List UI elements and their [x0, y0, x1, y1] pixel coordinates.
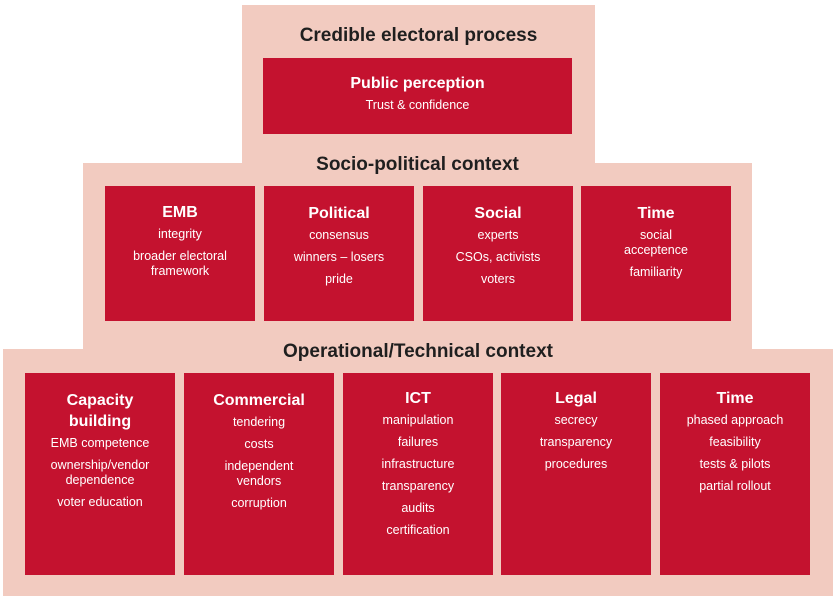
box-item: audits [401, 501, 435, 515]
box-title: Commercial [213, 392, 305, 409]
tier-title-top: Credible electoral process [299, 25, 538, 46]
box-capacity-building: Capacity building EMB competence ownersh… [25, 373, 175, 575]
tier-title-bottom: Operational/Technical context [283, 341, 553, 362]
box-public-perception: Public perception Trust & confidence [263, 58, 572, 134]
box-item: independent vendors [224, 459, 294, 488]
box-item: ownership/vendor dependence [50, 458, 150, 487]
box-item: Trust & confidence [365, 98, 470, 112]
box-item: tendering [232, 415, 286, 429]
box-title: Time [716, 390, 754, 407]
box-item: pride [325, 272, 353, 286]
box-item: certification [386, 523, 450, 537]
box-title: Legal [555, 390, 597, 407]
box-item: integrity [158, 227, 202, 241]
box-title: Social [474, 205, 522, 222]
box-item: CSOs, activists [455, 250, 541, 264]
box-legal: Legal secrecy transparency procedures [501, 373, 651, 575]
box-title: Public perception [350, 75, 485, 92]
box-time-social: Time social acceptence familiarity [581, 186, 731, 321]
box-item: EMB competence [50, 436, 150, 450]
box-item: failures [397, 435, 439, 449]
box-item: broader electoral framework [133, 249, 227, 278]
box-title: Time [637, 205, 675, 222]
box-commercial: Commercial tendering costs independent v… [184, 373, 334, 575]
box-item: voters [480, 272, 516, 286]
box-item: winners – losers [293, 250, 385, 264]
box-title: EMB [162, 204, 198, 221]
box-item: voter education [57, 495, 143, 509]
box-item: consensus [309, 228, 369, 242]
box-political: Political consensus winners – losers pri… [264, 186, 414, 321]
box-item: phased approach [686, 413, 784, 427]
box-item: secrecy [554, 413, 598, 427]
box-item: transparency [381, 479, 455, 493]
box-item: tests & pilots [699, 457, 771, 471]
box-ict: ICT manipulation failures infrastructure… [343, 373, 493, 575]
box-item: costs [244, 437, 274, 451]
box-item: partial rollout [699, 479, 771, 493]
box-time-operational: Time phased approach feasibility tests &… [660, 373, 810, 575]
box-title: Capacity building [66, 392, 134, 430]
box-title: ICT [405, 390, 431, 407]
box-emb: EMB integrity broader electoral framewor… [105, 186, 255, 321]
box-title: Political [308, 205, 370, 222]
box-item: social acceptence [624, 228, 688, 257]
box-item: feasibility [709, 435, 761, 449]
box-item: familiarity [629, 265, 683, 279]
box-item: manipulation [382, 413, 454, 427]
tier-title-middle: Socio-political context [316, 154, 519, 175]
box-social: Social experts CSOs, activists voters [423, 186, 573, 321]
box-item: infrastructure [381, 457, 455, 471]
box-item: experts [477, 228, 519, 242]
box-item: transparency [539, 435, 613, 449]
box-item: corruption [231, 496, 287, 510]
box-item: procedures [544, 457, 608, 471]
